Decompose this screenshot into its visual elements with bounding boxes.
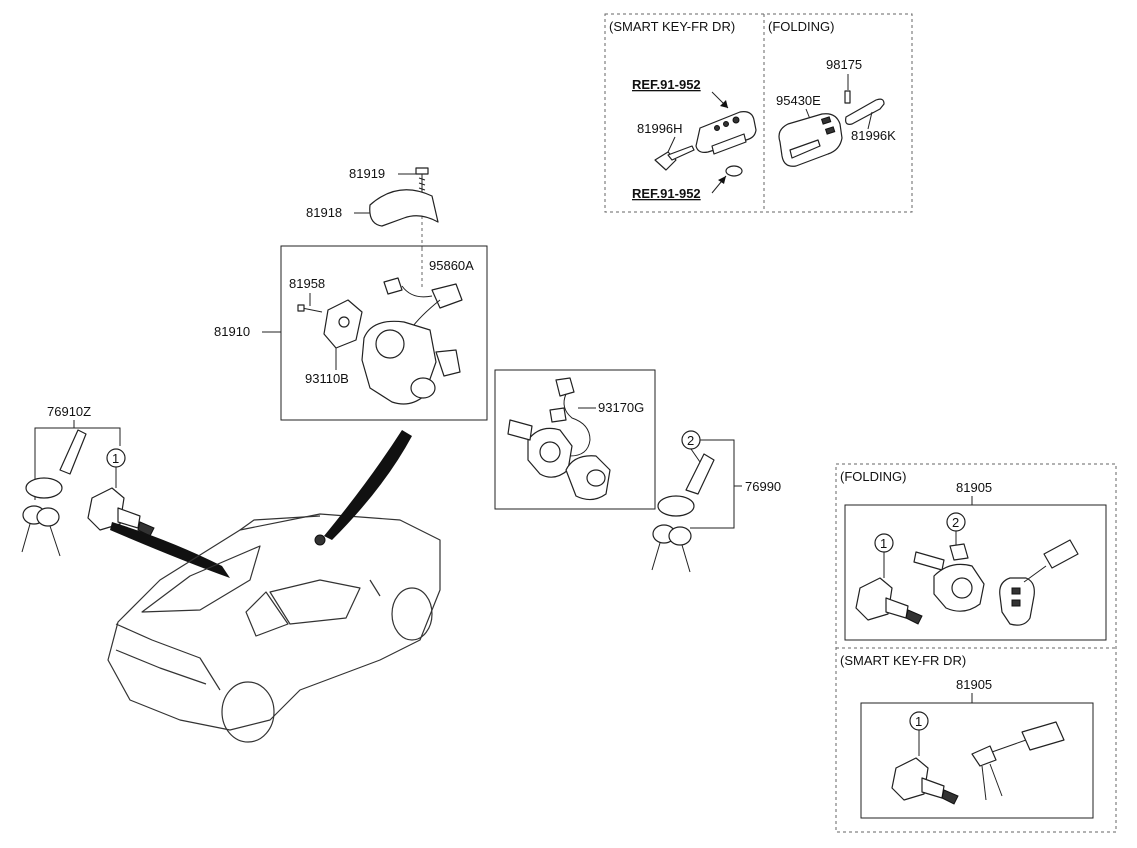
ignition-location-marker [314,534,326,546]
smart-key-blade-bottom-icon [971,721,1065,801]
key-set-81905-group: (FOLDING) (SMART KEY-FR DR) 81905 1 2 [835,463,1117,833]
ignition-lock-body-icon [361,320,461,405]
smart-key-folding-top-group: (SMART KEY-FR DR) (FOLDING) REF.91-952 8… [604,13,913,213]
door-lock-cylinder-folding-icon [855,577,923,625]
label-95430E: 95430E [776,93,821,108]
vehicle-car-icon [107,513,441,743]
shroud-cover-81918-icon [369,189,439,227]
callout-2-mid-text: 2 [687,433,694,448]
bracket-76910Z [34,427,121,500]
callout-1-folding-text: 1 [880,536,887,551]
callout-1-left-text: 1 [112,451,119,466]
screw-81958-icon [297,304,323,313]
label-76990: 76990 [745,479,781,494]
label-81910: 81910 [214,324,250,339]
key-set-76910Z-group: 76910Z 1 [21,404,230,578]
label-81996K: 81996K [851,128,896,143]
key-pair-left-icon [21,429,87,557]
arrow-to-car-door [110,522,230,578]
callout-1-smart-text: 1 [915,714,922,729]
label-98175: 98175 [826,57,862,72]
section-label-smart-key-top: (SMART KEY-FR DR) [609,19,735,34]
label-81958: 81958 [289,276,325,291]
label-81905-smart: 81905 [956,677,992,692]
label-81996H: 81996H [637,121,683,136]
label-93110B: 93110B [305,371,349,386]
label-81918: 81918 [306,205,342,220]
frame-81905-smart [860,702,1094,819]
section-label-folding-bottom: (FOLDING) [840,469,906,484]
arrow-to-ignition [324,430,412,540]
label-81919: 81919 [349,166,385,181]
section-label-smart-key-bottom: (SMART KEY-FR DR) [840,653,966,668]
folding-key-fob-bottom-icon [999,539,1079,626]
frame-81905-folding [844,504,1107,641]
folding-key-fob-icon [778,113,843,167]
section-label-folding-top: (FOLDING) [768,19,834,34]
label-76910Z: 76910Z [47,404,91,419]
ignition-cylinder-folding-icon [913,543,985,612]
door-lock-cylinder-smart-icon [891,757,959,805]
ignition-cylinder-93170G-icon [507,377,611,501]
door-lock-cylinder-left-icon [87,487,155,537]
pin-98175-icon [844,90,851,104]
arrow-ref-lower [718,176,726,184]
immobilizer-coil-95860A-icon [383,277,463,331]
frame-93170G [494,369,656,510]
ref-link-lower[interactable]: REF.91-952 [632,186,701,201]
folding-key-blade-icon [845,98,885,125]
bracket-76990 [690,439,735,529]
label-95860A: 95860A [429,258,474,273]
label-81905-folding: 81905 [956,480,992,495]
arrow-ref-upper [720,100,728,108]
leader-81996H [667,136,676,153]
switch-93110B-icon [323,299,363,349]
key-cylinder-93170G-group: 93170G 2 76990 [494,369,781,573]
label-93170G: 93170G [598,400,644,415]
assembly-frame-81910 [280,245,488,421]
callout-2-folding-text: 2 [952,515,959,530]
leader-81996K [867,111,873,130]
ignition-lock-group: 81919 81918 81910 95860A 81958 [214,166,488,421]
emergency-key-blade-icon [654,145,695,171]
smart-key-fob-icon [695,111,757,155]
ref-link-upper[interactable]: REF.91-952 [632,77,701,92]
key-pair-mid-icon [651,453,715,573]
screw-81919-icon [415,167,429,192]
leader-callout-2-mid [690,448,701,463]
battery-coin-icon [725,165,743,177]
